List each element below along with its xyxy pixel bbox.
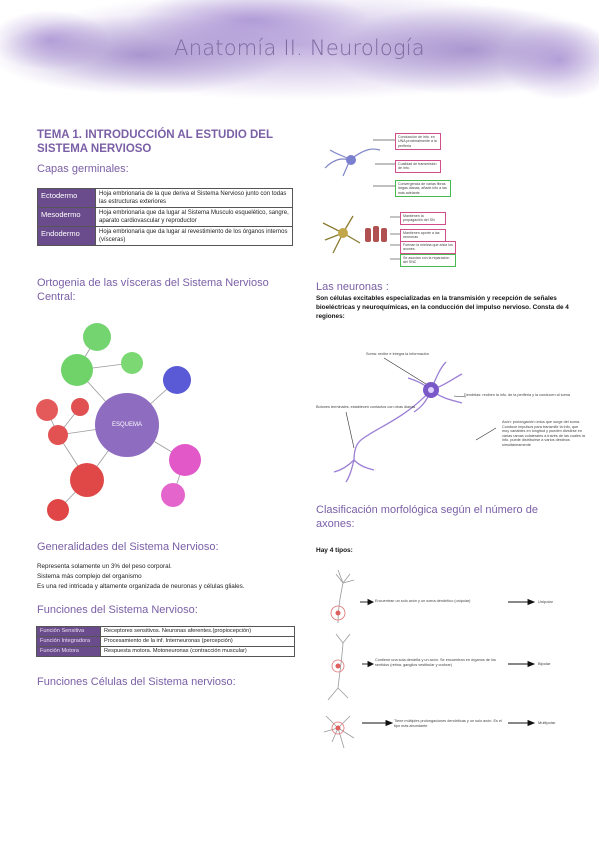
- funcion-text: Procesamiento de la inf. Interneuronas (…: [100, 636, 295, 647]
- clasificacion-intro: Hay 4 tipos:: [316, 547, 353, 554]
- generalidades-line: Es una red intricada y altamente organiz…: [37, 583, 245, 590]
- table-row: Función Motora Respuesta motora. Motoneu…: [36, 646, 295, 657]
- neuron-type-label: Multipolar: [538, 720, 556, 725]
- neuron-box: Mantienen la propagación del SN: [400, 212, 446, 225]
- generalidades-line: Representa solamente un 3% del peso corp…: [37, 563, 172, 570]
- funcion-text: Receptores sensitivos. Neuronas aferente…: [100, 626, 295, 637]
- funcion-name: Función Motora: [36, 646, 101, 657]
- neuron-type-desc: Encuentran un solo axón y un soma dendrí…: [375, 599, 471, 603]
- neuron-label-dendritas: Dendritas: reciben la info. de la perife…: [464, 393, 570, 397]
- neuronas-title: Las neuronas :: [316, 281, 389, 293]
- table-row: Función Sensitiva Receptores sensitivos.…: [36, 626, 295, 637]
- funcion-text: Respuesta motora. Motoneuronas (contracc…: [100, 646, 295, 657]
- neuron-types-diagram: Encuentran un solo axón y un soma dendrí…: [318, 568, 588, 758]
- neuron-box: Convergencia de varias fibras largas dia…: [395, 180, 451, 198]
- neuron-label-soma: Soma: recibe e integra la información: [366, 352, 429, 356]
- funciones-celulas-title: Funciones Células del Sistema nervioso:: [37, 676, 236, 688]
- funciones-table: Función Sensitiva Receptores sensitivos.…: [36, 626, 295, 657]
- neuron-type-desc: Contiene una sola dendrita y un axón. Se…: [375, 658, 496, 667]
- neuron-box: Forman la mielina que aísla los axones: [400, 241, 456, 254]
- generalidades-title: Generalidades del Sistema Nervioso:: [37, 541, 219, 553]
- funcion-name: Función Integradora: [36, 636, 101, 647]
- neuronas-description: Son células excitables especializadas en…: [316, 295, 569, 320]
- table-row: Función Integradora Procesamiento de la …: [36, 636, 295, 647]
- funciones-title: Funciones del Sistema Nervioso:: [37, 604, 198, 616]
- capa-text: Hoja embrionaria que da lugar al Sistema…: [95, 207, 293, 227]
- capa-text: Hoja embrionaria que da lugar al revesti…: [95, 226, 293, 246]
- neuron-type-desc: Tiene múltiples prolongaciones dendrític…: [394, 719, 502, 728]
- tema-title: TEMA 1. INTRODUCCIÓN AL ESTUDIO DEL SIST…: [37, 129, 273, 155]
- neuron-type-label: Unipolar: [538, 599, 553, 604]
- capas-table: Ectodermo Hoja embrionaria de la que der…: [37, 188, 293, 246]
- ortogenia-title: Ortogenia de las vísceras del Sistema Ne…: [37, 277, 269, 303]
- ortogenia-bubble-red-small: [36, 399, 58, 421]
- header-banner: [0, 0, 599, 118]
- funcion-name: Función Sensitiva: [36, 626, 101, 637]
- ortogenia-center-bubble: ESQUEMA: [95, 393, 159, 457]
- ortogenia-bubble-red-small: [47, 499, 69, 521]
- ortogenia-bubble-green: [61, 354, 93, 386]
- ortogenia-bubble-pink-small: [161, 483, 185, 507]
- table-row: Endodermo Hoja embrionaria que da lugar …: [37, 226, 293, 246]
- table-row: Mesodermo Hoja embrionaria que da lugar …: [37, 207, 293, 227]
- ortogenia-bubble-pink: [169, 444, 201, 476]
- ortogenia-bubble-red-small: [71, 398, 89, 416]
- table-row: Ectodermo Hoja embrionaria de la que der…: [37, 188, 293, 208]
- neuron-box: Mantienen aporte a las neuronas: [400, 229, 446, 242]
- clasificacion-title: Clasificación morfológica según el númer…: [316, 504, 538, 530]
- neuron-anatomy-diagram: Soma: recibe e integra la información De…: [316, 348, 586, 490]
- neuron-label-botones: Botones terminales: establecen contactos…: [316, 405, 416, 409]
- capa-name: Mesodermo: [37, 207, 96, 227]
- capa-text: Hoja embrionaria de la que deriva el Sis…: [95, 188, 293, 208]
- capa-name: Endodermo: [37, 226, 96, 246]
- capa-name: Ectodermo: [37, 188, 96, 208]
- ortogenia-bubble-blue: [163, 366, 191, 394]
- neuron-box: Se asocian con la reparación del SNC: [400, 254, 456, 267]
- page-title: Anatomía II. Neurología: [174, 36, 425, 60]
- neuron-cells-diagram: Conducción de info. en UNA proximalmente…: [315, 128, 465, 278]
- capas-title: Capas germinales:: [37, 163, 129, 175]
- neuron-box: Cualidad de transmisión de info.: [395, 160, 441, 173]
- ortogenia-mindmap: ESQUEMA: [30, 315, 210, 525]
- ortogenia-bubble-green-small: [121, 352, 143, 374]
- neuron-box: Conducción de info. en UNA proximalmente…: [395, 133, 441, 151]
- neuron-label-axon: Axón: prolongación única que surge del s…: [502, 420, 585, 447]
- neuron-type-label: Bipolar: [538, 661, 551, 666]
- ortogenia-bubble-red-small: [48, 425, 68, 445]
- generalidades-line: Sistema más complejo del organismo: [37, 573, 142, 580]
- ortogenia-bubble-red: [70, 463, 104, 497]
- ortogenia-bubble-green-small: [83, 323, 111, 351]
